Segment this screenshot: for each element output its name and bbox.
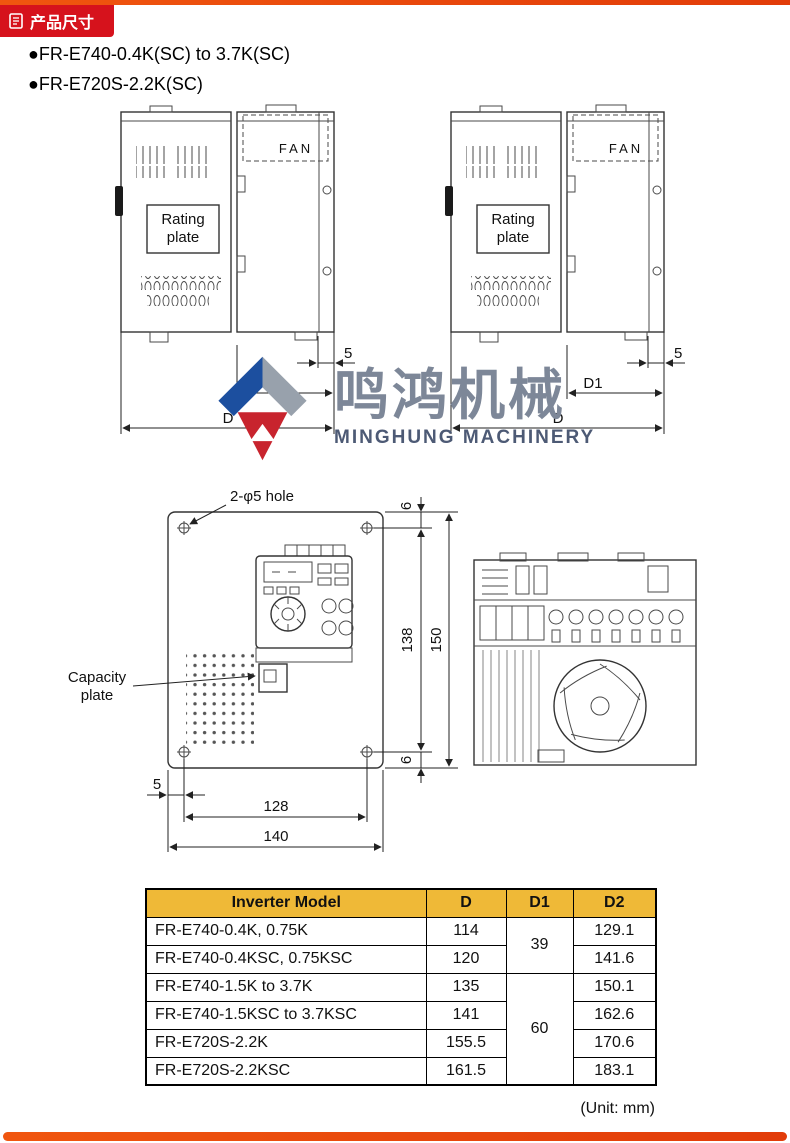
table-row: FR-E740-0.4KSC, 0.75KSC 120 141.6	[145, 944, 657, 974]
table-row: FR-E720S-2.2K 155.5 170.6	[145, 1028, 657, 1058]
d1-merged-cell: 39	[505, 916, 574, 974]
col-header-model: Inverter Model	[145, 888, 427, 918]
d1-merged-cell: 60	[505, 972, 574, 1086]
model-cell: FR-E740-0.4KSC, 0.75KSC	[145, 944, 427, 974]
col-header-d2: D2	[572, 888, 657, 918]
unit-note: (Unit: mm)	[580, 1100, 655, 1117]
vent-grid	[186, 650, 254, 748]
dim-label-5-front: 5	[153, 776, 161, 793]
dim-label-140: 140	[263, 828, 288, 845]
d-cell: 135	[425, 972, 507, 1002]
table-row: FR-E740-1.5K to 3.7K 135 60 150.1	[145, 972, 657, 1086]
section-badge-label: 产品尺寸	[30, 15, 95, 32]
d-cell: 120	[425, 944, 507, 974]
d-cell: 161.5	[425, 1056, 507, 1086]
bottom-view-drawing	[473, 552, 697, 766]
model-range-bullet-2: ●FR-E720S-2.2K(SC)	[28, 74, 203, 94]
dim-label-138: 138	[399, 627, 416, 652]
brand-watermark: 鸣鸿机械 MINGHUNG MACHINERY	[205, 352, 595, 464]
d2-cell: 183.1	[572, 1056, 657, 1086]
bottom-border	[3, 1132, 787, 1141]
d2-cell: 170.6	[572, 1028, 657, 1058]
top-border	[0, 0, 790, 5]
d2-cell: 141.6	[572, 944, 657, 974]
terminal-screws	[548, 609, 684, 643]
section-badge: 产品尺寸	[0, 5, 115, 37]
d2-cell: 162.6	[572, 1000, 657, 1030]
dim-label-128: 128	[263, 798, 288, 815]
table-row: FR-E740-0.4K, 0.75K 114 39 129.1	[145, 916, 657, 974]
dimension-table: Inverter Model D D1 D2 FR-E740-0.4K, 0.7…	[145, 888, 657, 1086]
model-range-bullet-1: ●FR-E740-0.4K(SC) to 3.7K(SC)	[28, 44, 290, 64]
col-header-d: D	[425, 888, 507, 918]
document-icon	[9, 13, 23, 29]
dim-label-6-top: 6	[398, 502, 415, 510]
d-cell: 141	[425, 1000, 507, 1030]
model-cell: FR-E720S-2.2K	[145, 1028, 427, 1058]
mounting-holes	[177, 521, 374, 759]
table-header-row: Inverter Model D D1 D2	[145, 888, 657, 918]
capacity-plate-label: Capacity	[68, 669, 127, 686]
table-row: FR-E720S-2.2KSC 161.5 183.1	[145, 1056, 657, 1086]
model-cell: FR-E740-0.4K, 0.75K	[145, 916, 427, 946]
model-cell: FR-E740-1.5KSC to 3.7KSC	[145, 1000, 427, 1030]
brand-name-en: MINGHUNG MACHINERY	[334, 427, 596, 449]
minghung-logo-icon	[218, 356, 307, 461]
col-header-d1: D1	[505, 888, 574, 918]
cooling-fan	[553, 659, 647, 753]
d2-cell: 150.1	[572, 972, 657, 1002]
hole-callout-label: 2-φ5 hole	[230, 488, 294, 505]
d-cell: 114	[425, 916, 507, 946]
front-view-drawing: 2-φ5 hole	[68, 488, 458, 852]
model-cell: FR-E720S-2.2KSC	[145, 1056, 427, 1086]
display-screen	[263, 561, 313, 583]
capacity-plate	[258, 663, 288, 693]
keypad-panel	[255, 555, 353, 649]
brand-name-cn: 鸣鸿机械	[334, 363, 567, 426]
table-row: FR-E740-1.5KSC to 3.7KSC 141 162.6	[145, 1000, 657, 1030]
d-cell: 155.5	[425, 1028, 507, 1058]
dim-label-150: 150	[428, 627, 445, 652]
dim-label-6-bottom: 6	[398, 756, 415, 764]
model-cell: FR-E740-1.5K to 3.7K	[145, 972, 427, 1002]
d2-cell: 129.1	[572, 916, 657, 946]
capacity-plate-label-2: plate	[81, 687, 114, 704]
